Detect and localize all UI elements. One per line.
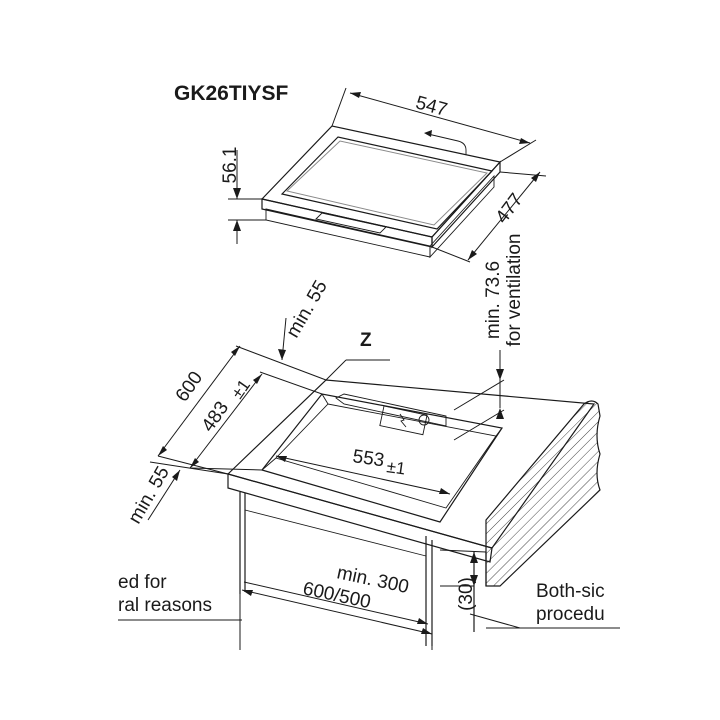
dim-483-tolerance: ±1 — [228, 376, 254, 402]
notes: ed for ral reasons Both-sic procedu — [118, 572, 605, 625]
back-rail — [335, 393, 447, 427]
note-left-line2: ral reasons — [118, 595, 212, 616]
hob-side-edge — [431, 160, 501, 249]
dim-553-line — [275, 455, 451, 495]
detail-marker-z: Z — [360, 330, 372, 351]
note-right-line2: procedu — [536, 604, 605, 625]
note-right-line1: Both-sic — [536, 581, 605, 602]
dim-600-500-line — [241, 589, 433, 635]
dim-553-tolerance: ±1 — [385, 457, 406, 478]
dim-547-label: 547 — [413, 92, 449, 120]
dim-min55-back-label: min. 55 — [283, 277, 332, 341]
hob-drawing: GK26TIYSF 547 477 — [174, 82, 547, 263]
socket-icon — [418, 414, 430, 426]
hob-cable — [427, 133, 467, 155]
dim-600-label: 600 — [172, 368, 207, 406]
dim-ventilation-value: min. 73.6 — [483, 261, 504, 339]
dim-30-label: (30) — [456, 577, 477, 611]
note-left-line1: ed for — [118, 572, 167, 593]
dim-477-label: 477 — [492, 190, 528, 228]
dim-ventilation-text: for ventilation — [504, 233, 525, 346]
dim-547-line — [349, 92, 531, 144]
dim-483-label: 483 — [198, 398, 233, 436]
power-symbol-icon — [399, 413, 407, 428]
dim-min300-line — [243, 581, 429, 625]
dim-477-line — [467, 171, 541, 261]
worktop-section-hatch — [485, 400, 601, 587]
hob-base-front — [265, 208, 431, 258]
model-label: GK26TIYSF — [174, 82, 289, 105]
worktop-front-edge — [227, 473, 493, 563]
dim-483-line — [189, 373, 263, 469]
hob-front-edge — [261, 198, 433, 248]
dim-553-label: 553 — [351, 446, 385, 471]
hob-base-side — [429, 174, 495, 259]
hob-cable-arrow — [424, 130, 432, 137]
hob-zone-inner — [285, 140, 489, 226]
dim-600-line — [157, 345, 241, 457]
cutout-inner — [275, 403, 497, 509]
dim-56-label: 56.1 — [220, 147, 241, 184]
